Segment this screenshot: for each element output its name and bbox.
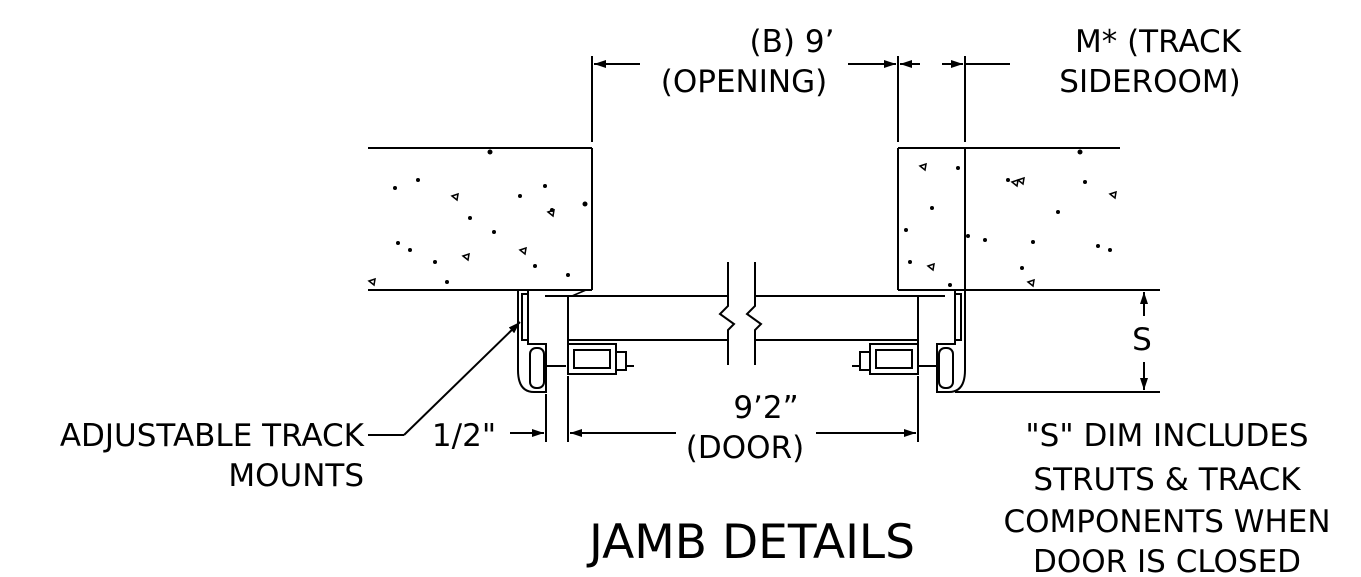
door-label-line1: 9’2” <box>733 390 798 426</box>
note-line2: STRUTS & TRACK <box>1033 462 1301 498</box>
opening-dimension <box>591 56 899 142</box>
right-wall-aggregate-triangles <box>918 162 1117 288</box>
sideroom-label-line1: M* (TRACK <box>1075 24 1242 60</box>
note-line3: COMPONENTS WHEN <box>1003 504 1330 540</box>
left-track-assembly <box>517 289 634 393</box>
door-break-symbol <box>718 262 763 365</box>
half-inch-dimension <box>510 394 547 442</box>
s-dimension <box>955 289 1160 393</box>
sideroom-label-line2: SIDEROOM) <box>1059 64 1240 100</box>
drawing-title: JAMB DETAILS <box>586 515 915 570</box>
opening-label-line2: (OPENING) <box>661 64 827 100</box>
left-concrete-wall <box>368 147 593 291</box>
door-dimension <box>567 376 919 442</box>
right-track-assembly <box>852 289 966 393</box>
door-panel <box>545 295 945 345</box>
sideroom-dimension <box>900 56 1010 142</box>
s-dimension-label: S <box>1132 322 1152 358</box>
mounts-label-line1: ADJUSTABLE TRACK <box>60 418 365 454</box>
note-line4: DOOR IS CLOSED <box>1033 544 1301 577</box>
right-concrete-wall <box>897 147 1120 291</box>
left-wall-aggregate-triangles <box>367 192 555 287</box>
left-wall-aggregate <box>393 149 588 284</box>
half-inch-label: 1/2" <box>432 418 496 454</box>
mounts-label-line2: MOUNTS <box>228 458 364 494</box>
door-label-line2: (DOOR) <box>686 430 804 466</box>
note-line1: "S" DIM INCLUDES <box>1025 418 1308 454</box>
opening-label-line1: (B) 9’ <box>750 24 835 60</box>
mounts-leader <box>368 321 521 436</box>
right-wall-aggregate <box>904 149 1112 287</box>
